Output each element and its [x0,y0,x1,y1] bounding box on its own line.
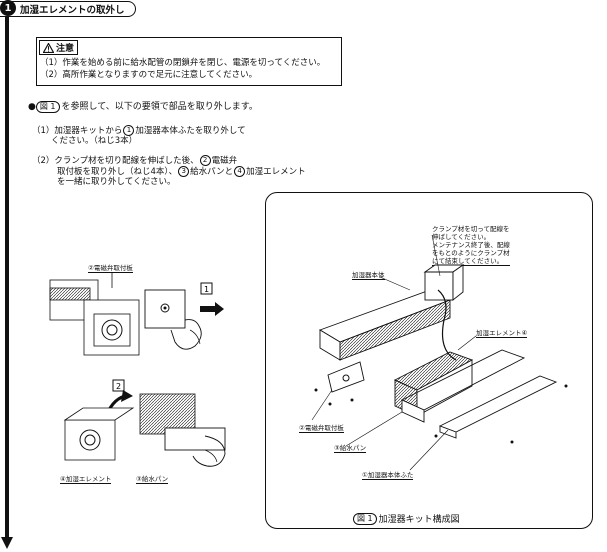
caption-text: 加湿器キット構成図 [378,515,460,525]
bullet-dot-icon: ● [28,102,36,112]
label-valve-plate-right: ②電磁弁取付板 [299,424,344,433]
removal-illustration-1: 1 [49,272,224,356]
label-pan-left: ③給水パン [136,475,169,484]
step-2-line-3: を一緒に取り外してください。 [57,177,176,187]
caution-title: 注意 [39,40,79,55]
caution-box [36,37,342,86]
caution-title-text: 注意 [56,44,75,54]
kit-diagram-frame [265,192,593,529]
flow-line [5,17,9,539]
caution-item-2: （2）高所作業となりますので足元に注意してください。 [40,70,258,80]
step-box-2: 2 [116,382,121,391]
flow-arrow-down-icon [1,537,13,549]
step-box-1: 1 [204,285,209,294]
label-humidifier-body: 加湿器本体 [352,271,385,280]
figure-reference: 図 1 [35,101,60,113]
caution-item-1: （1）作業を始める前に給水配管の閉鎖弁を閉じ、電源を切ってください。 [40,58,326,68]
removal-illustration-2: 2 [63,379,226,467]
section-title-text: 加湿エレメントの取外し [20,5,125,16]
step-1-line-2: ください。（ねじ3本） [51,136,138,146]
section-title: 加湿エレメントの取外し [0,1,136,17]
label-humidifier-element: 加湿エレメント④ [476,329,528,338]
part-number-3: 3 [178,166,190,177]
label-element-left: ④加湿エレメント [60,475,112,484]
label-body-cover: ①加湿器本体ふた [362,471,414,480]
humidifier-kit-exploded-view [311,234,568,471]
label-water-pan: ③給水パン [334,444,367,453]
wiring-note: クランプ材を切って配線を 伸ばしてください。 メンテナンス終了後、配線 をもとの… [432,225,510,266]
part-number-2: 2 [199,155,211,166]
part-number-1: 1 [123,125,135,136]
intro-text: を参照して、以下の要領で部品を取り外します。 [61,102,258,112]
caption-figure-ref: 図 1 [353,512,377,525]
label-valve-plate-left: ②電磁弁取付板 [88,264,133,273]
part-number-4: 4 [234,166,246,177]
warning-triangle-icon [43,42,54,53]
